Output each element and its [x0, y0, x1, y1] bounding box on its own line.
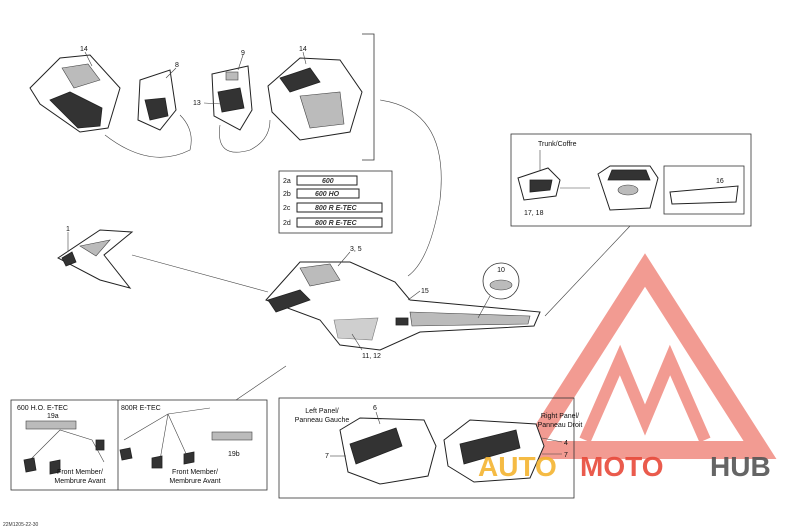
badge-logo	[489, 279, 513, 291]
watermark-logo	[513, 253, 777, 459]
callout-14-right: 14	[299, 46, 307, 53]
side-panel-left-14	[29, 54, 121, 133]
bracket-part-8	[137, 69, 177, 131]
decal-strips: 600 600 HO 800 R E-TEC 800 R E-TEC	[296, 175, 383, 228]
connector-curve-b	[219, 119, 271, 153]
decal-2d-text: 800 R E-TEC	[315, 220, 358, 227]
right-panel-caption-2: Panneau Droit	[538, 422, 583, 429]
decal-16	[669, 185, 739, 205]
front-member-b2: Membrure Avant	[169, 478, 220, 485]
right-side-panel	[443, 419, 545, 483]
nose-cone-part-1	[57, 229, 134, 289]
decal-19b	[211, 431, 253, 441]
callout-2c: 2c	[283, 205, 291, 212]
callout-13: 13	[193, 100, 201, 107]
callout-3-5: 3, 5	[350, 246, 362, 253]
callout-8: 8	[175, 62, 179, 69]
trunk-caption: Trunk/Coffre	[538, 141, 577, 148]
right-panel-caption-1: Right Panel/	[541, 413, 579, 420]
trunk-box	[510, 133, 752, 227]
model-decal-box	[278, 170, 393, 234]
side-panel-right-14	[267, 57, 363, 141]
engine-decal-box	[10, 399, 268, 491]
watermark-text: AUTO MOTO HUB	[478, 451, 771, 482]
r-title: 800R E-TEC	[121, 405, 161, 412]
callout-14-left: 14	[80, 46, 88, 53]
decal-16-box	[663, 165, 745, 215]
front-member-a2: Membrure Avant	[54, 478, 105, 485]
callout-19b: 19b	[228, 451, 240, 458]
connector-curve-a	[104, 114, 192, 158]
trunk-leader	[544, 225, 631, 317]
watermark-auto: AUTO	[478, 451, 557, 482]
diagram-code: 22M1205-22-30	[3, 522, 39, 528]
left-side-panel	[339, 417, 437, 485]
callout-17-18: 17, 18	[524, 210, 544, 217]
front-member-a1: Front Member/	[57, 469, 103, 476]
callout-10: 10	[497, 267, 505, 274]
left-panel-caption-2: Panneau Gauche	[295, 417, 350, 424]
snowmobile-body	[265, 261, 541, 351]
callout-2d: 2d	[283, 220, 291, 227]
callout-9: 9	[241, 50, 245, 57]
callout-19a: 19a	[47, 413, 59, 420]
left-panel-caption-1: Left Panel/	[305, 408, 339, 415]
decal-2b-text: 600 HO	[315, 191, 340, 198]
callout-2b: 2b	[283, 191, 291, 198]
side-panels-box	[278, 397, 575, 499]
callout-6: 6	[373, 405, 377, 412]
connector-curve-c	[379, 99, 442, 277]
decal-2c-text: 800 R E-TEC	[315, 205, 358, 212]
front-member-b1: Front Member/	[172, 469, 218, 476]
callout-7-left: 7	[325, 453, 329, 460]
callout-15: 15	[421, 288, 429, 295]
callout-2a: 2a	[283, 178, 291, 185]
ho-title: 600 H.O. E-TEC	[17, 405, 68, 412]
top-group-bracket	[362, 33, 375, 161]
trunk-side-17-18	[517, 167, 561, 201]
watermark-moto: MOTO	[580, 451, 663, 482]
bracket-part-9	[211, 65, 253, 131]
front-member-r	[119, 407, 211, 469]
front-member-ho	[23, 429, 105, 475]
callout-16: 16	[716, 178, 724, 185]
decal-2a-text: 600	[322, 178, 334, 185]
trunk-rear	[597, 165, 659, 211]
engine-leader	[235, 365, 287, 401]
watermark-hub: HUB	[710, 451, 771, 482]
callout-7-right: 7	[564, 452, 568, 459]
callout-11-12: 11, 12	[362, 353, 381, 360]
callout-4: 4	[564, 440, 568, 447]
decal-19a	[25, 420, 77, 430]
callout-1: 1	[66, 226, 70, 233]
